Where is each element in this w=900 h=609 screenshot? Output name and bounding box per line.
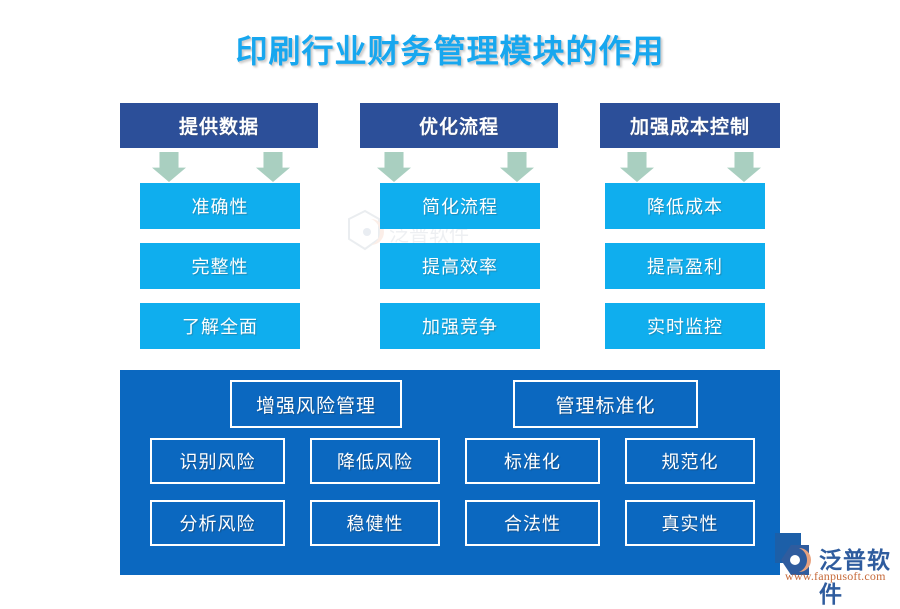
down-arrow-icon <box>620 152 654 182</box>
panel-cell-1[interactable]: 降低风险 <box>310 438 440 484</box>
item-box-1-0[interactable]: 简化流程 <box>380 183 540 229</box>
panel-cell-0[interactable]: 识别风险 <box>150 438 285 484</box>
down-arrow-icon <box>377 152 411 182</box>
panel-cell-5[interactable]: 稳健性 <box>310 500 440 546</box>
panel-cell-4[interactable]: 分析风险 <box>150 500 285 546</box>
fanpu-logo[interactable]: 泛普软件 www.fanpusoft.com <box>775 533 897 608</box>
column-header-1[interactable]: 优化流程 <box>360 103 558 148</box>
column-header-0[interactable]: 提供数据 <box>120 103 318 148</box>
down-arrow-icon <box>727 152 761 182</box>
panel-cell-6[interactable]: 合法性 <box>465 500 600 546</box>
panel-header-0[interactable]: 增强风险管理 <box>230 380 402 428</box>
item-box-1-2[interactable]: 加强竞争 <box>380 303 540 349</box>
item-box-2-0[interactable]: 降低成本 <box>605 183 765 229</box>
risk-standardization-panel: 增强风险管理 管理标准化 识别风险 降低风险 标准化 规范化 分析风险 稳健性 … <box>120 370 780 575</box>
item-box-2-1[interactable]: 提高盈利 <box>605 243 765 289</box>
panel-cell-3[interactable]: 规范化 <box>625 438 755 484</box>
panel-cell-7[interactable]: 真实性 <box>625 500 755 546</box>
item-box-2-2[interactable]: 实时监控 <box>605 303 765 349</box>
fanpu-logo-mark-icon <box>779 543 819 577</box>
down-arrow-icon <box>500 152 534 182</box>
page-title: 印刷行业财务管理模块的作用 <box>235 33 665 69</box>
panel-header-1[interactable]: 管理标准化 <box>513 380 698 428</box>
down-arrow-icon <box>152 152 186 182</box>
down-arrow-icon <box>256 152 290 182</box>
item-box-0-1[interactable]: 完整性 <box>140 243 300 289</box>
item-box-1-1[interactable]: 提高效率 <box>380 243 540 289</box>
panel-cell-2[interactable]: 标准化 <box>465 438 600 484</box>
item-box-0-0[interactable]: 准确性 <box>140 183 300 229</box>
column-header-2[interactable]: 加强成本控制 <box>600 103 780 148</box>
item-box-0-2[interactable]: 了解全面 <box>140 303 300 349</box>
logo-url: www.fanpusoft.com <box>785 569 886 583</box>
